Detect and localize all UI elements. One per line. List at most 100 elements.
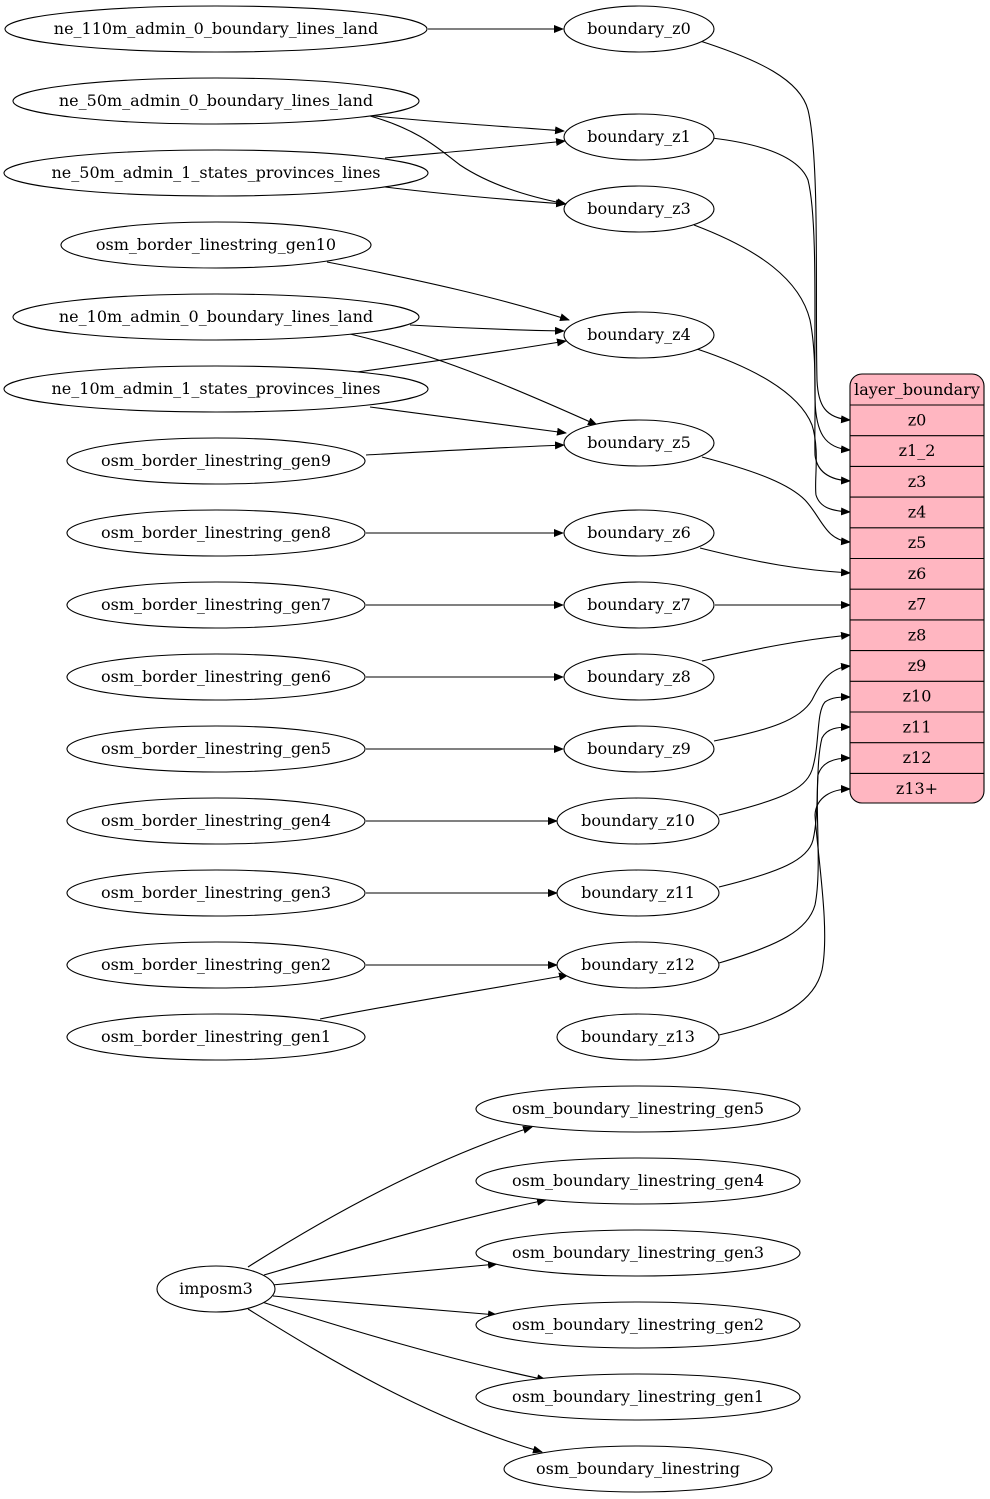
edge [326, 261, 570, 322]
edge [701, 456, 851, 546]
node-label: osm_border_linestring_gen2 [101, 955, 331, 974]
edge [693, 224, 851, 485]
node-boundary-z13: boundary_z13 [556, 1013, 720, 1061]
node-osm-boundary-linestring-gen2: osm_boundary_linestring_gen2 [475, 1301, 801, 1349]
edge [369, 406, 567, 436]
layer-field-z12: z12 [903, 748, 932, 767]
node-ne-10m-admin-0-boundary-lines-land: ne_10m_admin_0_boundary_lines_land [12, 293, 420, 341]
node-label: boundary_z11 [581, 883, 695, 902]
edge [349, 333, 598, 426]
node-label: boundary_z7 [587, 595, 691, 614]
node-label: boundary_z12 [581, 955, 695, 974]
edge [696, 348, 851, 516]
layer-field-z11: z11 [903, 717, 932, 736]
node-osm-boundary-linestring-gen1: osm_boundary_linestring_gen1 [475, 1373, 801, 1421]
edge [718, 785, 851, 1036]
edge [718, 754, 851, 964]
node-label: osm_border_linestring_gen8 [101, 523, 331, 542]
node-ne-50m-admin-1-states-provinces-lines: ne_50m_admin_1_states_provinces_lines [3, 149, 429, 197]
edges [247, 25, 851, 1454]
node-label: osm_boundary_linestring_gen3 [512, 1243, 764, 1262]
node-label: osm_border_linestring_gen5 [101, 739, 331, 758]
layer-field-z10: z10 [903, 687, 932, 706]
node-label: imposm3 [179, 1279, 253, 1298]
edge [263, 1197, 547, 1276]
node-boundary-z9: boundary_z9 [563, 725, 715, 773]
edge [718, 693, 851, 816]
edge [272, 1295, 498, 1319]
layer-field-z5: z5 [908, 533, 927, 552]
node-label: osm_border_linestring_gen7 [101, 595, 331, 614]
node-boundary-z4: boundary_z4 [563, 311, 715, 359]
node-osm-boundary-linestring: osm_boundary_linestring [503, 1445, 773, 1493]
node-label: ne_50m_admin_1_states_provinces_lines [52, 163, 381, 182]
edge [711, 137, 851, 454]
node-osm-border-linestring-gen9: osm_border_linestring_gen9 [66, 437, 366, 485]
node-label: boundary_z9 [587, 739, 691, 758]
node-osm-border-linestring-gen1: osm_border_linestring_gen1 [66, 1013, 366, 1061]
imposm3-group: imposm3 osm_boundary_linestring_gen5 osm… [156, 1085, 801, 1493]
edge [247, 1125, 533, 1268]
layer-field-z0: z0 [908, 410, 927, 429]
layer-boundary-record: layer_boundary z0z1_2z3z4z5z6z7z8z9z10z1… [849, 373, 985, 804]
node-label: ne_10m_admin_1_states_provinces_lines [52, 379, 381, 398]
node-label: boundary_z8 [587, 667, 691, 686]
edge [384, 137, 566, 159]
node-boundary-z5: boundary_z5 [563, 419, 715, 467]
node-osm-border-linestring-gen5: osm_border_linestring_gen5 [66, 725, 366, 773]
node-boundary-z1: boundary_z1 [563, 113, 715, 161]
layer-field-z4: z4 [908, 502, 927, 521]
node-label: boundary_z4 [587, 325, 691, 344]
node-osm-border-linestring-gen2: osm_border_linestring_gen2 [66, 941, 366, 989]
layer-field-z6: z6 [908, 564, 927, 583]
node-label: ne_110m_admin_0_boundary_lines_land [54, 19, 378, 38]
edge [409, 324, 565, 335]
source-nodes: ne_110m_admin_0_boundary_lines_land ne_5… [3, 5, 429, 1061]
node-label: ne_50m_admin_0_boundary_lines_land [59, 91, 373, 110]
edge [271, 1260, 498, 1286]
node-label: ne_10m_admin_0_boundary_lines_land [59, 307, 373, 326]
node-boundary-z7: boundary_z7 [563, 581, 715, 629]
node-boundary-z10: boundary_z10 [556, 797, 720, 845]
node-ne-50m-admin-0-boundary-lines-land: ne_50m_admin_0_boundary_lines_land [12, 77, 420, 125]
node-label: osm_boundary_linestring_gen5 [512, 1099, 764, 1118]
node-label: boundary_z6 [587, 523, 691, 542]
node-imposm3: imposm3 [156, 1265, 276, 1313]
node-label: osm_border_linestring_gen1 [101, 1027, 331, 1046]
layer-field-z13: z13+ [896, 779, 938, 798]
edge [701, 631, 851, 662]
node-label: osm_border_linestring_gen3 [101, 883, 331, 902]
edge [369, 115, 567, 207]
node-osm-border-linestring-gen4: osm_border_linestring_gen4 [66, 797, 366, 845]
node-osm-border-linestring-gen7: osm_border_linestring_gen7 [66, 581, 366, 629]
edge [319, 972, 569, 1020]
layer-field-z9: z9 [908, 656, 927, 675]
edge [247, 1308, 543, 1454]
node-label: osm_boundary_linestring [536, 1459, 740, 1478]
node-label: osm_border_linestring_gen6 [101, 667, 331, 686]
node-boundary-z3: boundary_z3 [563, 185, 715, 233]
node-label: boundary_z10 [581, 811, 695, 830]
node-boundary-z12: boundary_z12 [556, 941, 720, 989]
layer-field-z1-2: z1_2 [899, 441, 936, 460]
layer-boundary-title: layer_boundary [854, 380, 980, 399]
node-osm-boundary-linestring-gen5: osm_boundary_linestring_gen5 [475, 1085, 801, 1133]
node-label: boundary_z1 [587, 127, 691, 146]
node-ne-10m-admin-1-states-provinces-lines: ne_10m_admin_1_states_provinces_lines [3, 365, 429, 413]
node-label: boundary_z5 [587, 433, 691, 452]
node-boundary-z11: boundary_z11 [556, 869, 720, 917]
node-boundary-z8: boundary_z8 [563, 653, 715, 701]
node-boundary-z6: boundary_z6 [563, 509, 715, 557]
node-ne-110m-admin-0-boundary-lines-land: ne_110m_admin_0_boundary_lines_land [4, 5, 428, 53]
layer-field-z7: z7 [908, 595, 927, 614]
boundary-nodes: boundary_z0 boundary_z1 boundary_z3 boun… [556, 5, 720, 1061]
layer-boundary-box [849, 373, 985, 804]
edge [696, 39, 851, 424]
edge [384, 186, 566, 208]
node-osm-border-linestring-gen8: osm_border_linestring_gen8 [66, 509, 366, 557]
node-label: boundary_z0 [587, 19, 691, 38]
layer-field-z3: z3 [908, 472, 927, 491]
node-label: boundary_z13 [581, 1027, 695, 1046]
